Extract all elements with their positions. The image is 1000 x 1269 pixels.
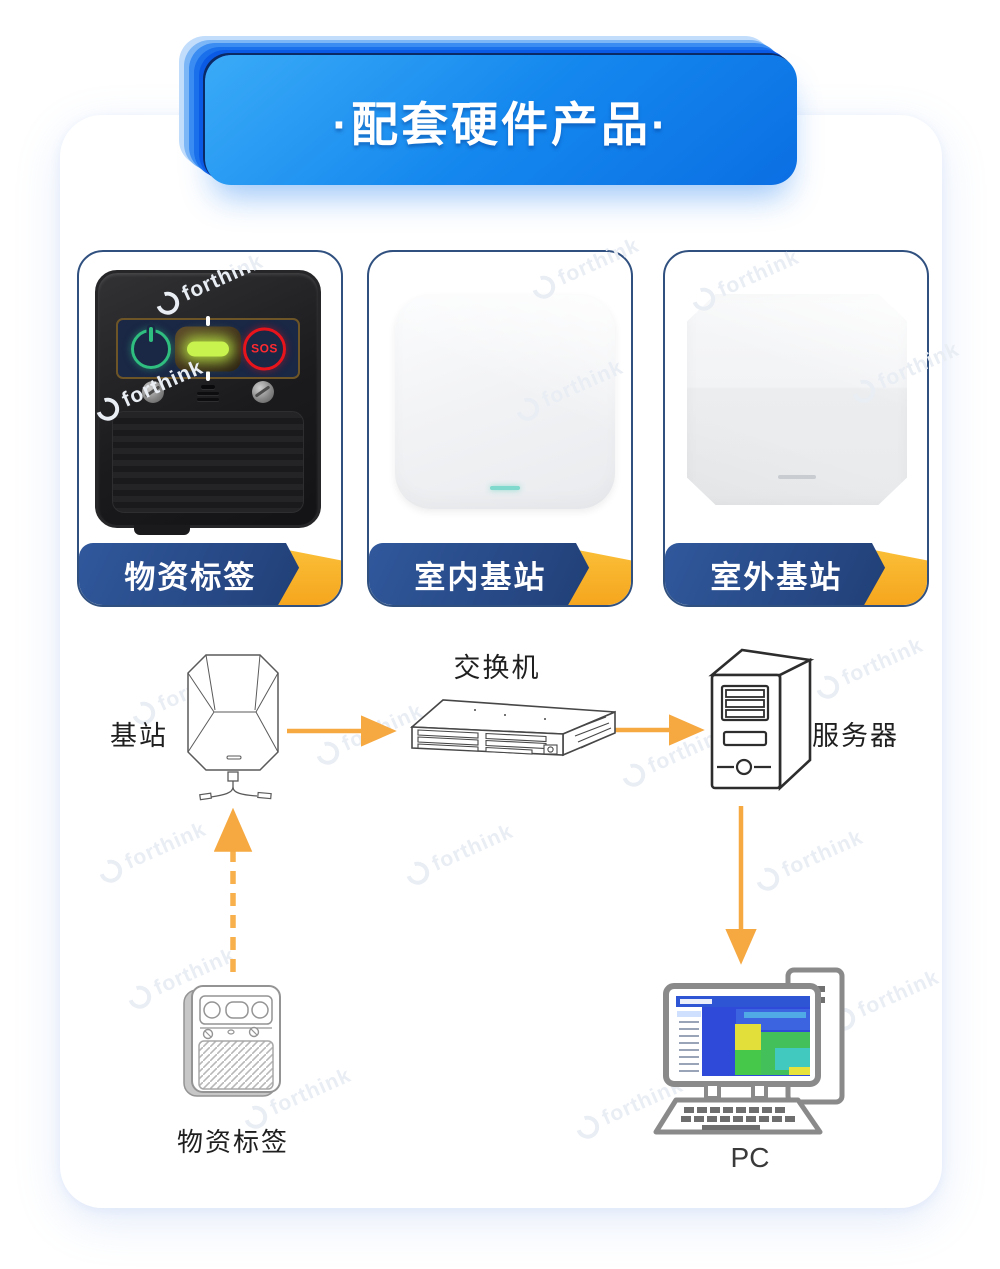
keyboard-keys <box>681 1107 795 1130</box>
label-server: 服务器 <box>812 721 899 751</box>
ribbed-cover <box>112 411 304 513</box>
label-pc: PC <box>730 1142 770 1173</box>
power-button-icon <box>131 326 171 369</box>
led-housing <box>175 326 241 371</box>
label-switch: 交换机 <box>453 653 541 683</box>
sos-button-icon: SOS <box>243 327 286 370</box>
speaker-grille-icon <box>193 385 223 404</box>
card-ribbon: 室内基站 <box>369 543 631 605</box>
switch-drawing <box>409 699 616 757</box>
green-led-icon <box>187 341 229 356</box>
title-banner: ·配套硬件产品· <box>205 55 797 185</box>
material-tag-photo: SOS <box>95 270 321 535</box>
ribbon-navy-band <box>369 543 590 605</box>
page-title: ·配套硬件产品· <box>332 97 670 151</box>
material-tag-drawing <box>183 985 281 1097</box>
card-ribbon: 物资标签 <box>79 543 341 605</box>
card-label: 室内基站 <box>414 559 547 595</box>
ribbon-navy-band <box>665 543 886 605</box>
pc-drawing <box>653 967 845 1135</box>
topology-diagram <box>183 648 845 1135</box>
screw-icon <box>142 381 164 403</box>
outdoor-base-station-photo <box>687 294 907 505</box>
card-outdoor-base-station: 室外基站 <box>663 250 929 607</box>
card-indoor-base-station: 室内基站 <box>367 250 633 607</box>
panel-tick <box>206 371 210 381</box>
device-foot <box>134 525 190 535</box>
card-label: 室外基站 <box>710 559 843 595</box>
panel-tick <box>206 316 210 326</box>
card-ribbon: 室外基站 <box>665 543 927 605</box>
server-drawing <box>708 648 815 791</box>
indoor-base-station-photo <box>395 295 615 509</box>
card-label: 物资标签 <box>124 559 257 595</box>
label-material-tag: 物资标签 <box>176 1127 289 1157</box>
base-station-drawing <box>187 654 279 801</box>
status-slot-icon <box>778 475 816 479</box>
card-material-tag: SOS 物资标签 <box>77 250 343 607</box>
screw-icon <box>252 381 274 403</box>
status-led-icon <box>490 486 520 490</box>
tag-control-panel: SOS <box>116 316 300 381</box>
pc-screen-content <box>676 996 810 1076</box>
ribbon-navy-band <box>79 543 300 605</box>
label-base-station: 基站 <box>110 721 168 751</box>
